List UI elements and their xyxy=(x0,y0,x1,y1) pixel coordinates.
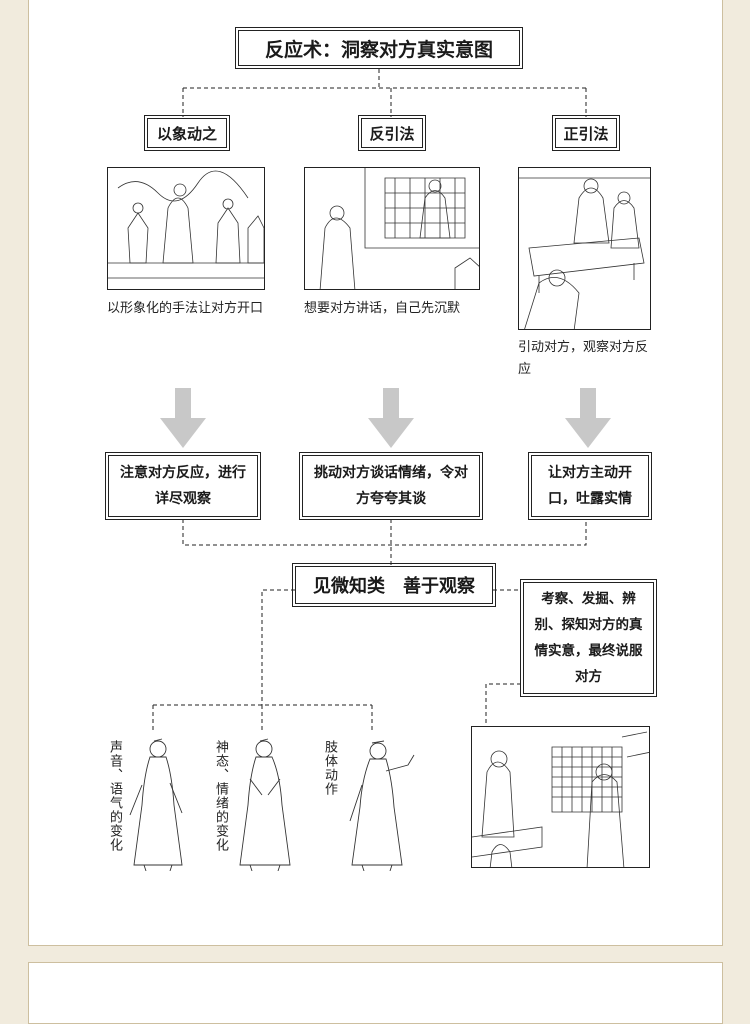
illustration-guiding-scene xyxy=(518,167,651,330)
branch-label-zhengyin: 正引法 xyxy=(555,118,617,148)
result-zhengyin: 让对方主动开口，吐露实情 xyxy=(531,455,649,517)
caption-xiangdong: 以形象化的手法让对方开口 xyxy=(107,298,272,320)
caption-fanyin: 想要对方讲话，自己先沉默 xyxy=(304,298,489,320)
illustration-silent-scene xyxy=(304,167,480,290)
illustration-persuasion-scene xyxy=(471,726,650,868)
side-note: 考察、发掘、辨别、探知对方的真情实意，最终说服对方 xyxy=(523,582,654,694)
observation-body: 肢体动作 xyxy=(321,740,337,870)
result-xiangdong: 注意对方反应，进行详尽观察 xyxy=(108,455,258,517)
branch-label-xiangdong: 以象动之 xyxy=(147,118,227,148)
down-arrow-icon xyxy=(565,388,611,448)
branch-label-fanyin: 反引法 xyxy=(361,118,423,148)
observation-emotion: 神态、情绪的变化 xyxy=(212,740,228,870)
result-fanyin: 挑动对方谈话情绪，令对方夸夸其谈 xyxy=(302,455,480,517)
person-figure-icon xyxy=(346,735,418,871)
diagram-title: 反应术：洞察对方真实意图 xyxy=(238,30,520,66)
caption-zhengyin: 引动对方，观察对方反应 xyxy=(518,337,654,381)
center-principle: 见微知类 善于观察 xyxy=(295,566,493,604)
down-arrow-icon xyxy=(368,388,414,448)
down-arrow-icon xyxy=(160,388,206,448)
observation-voice: 声音、语气的变化 xyxy=(106,740,122,870)
illustration-court-scene xyxy=(107,167,265,290)
person-figure-icon xyxy=(124,735,186,871)
person-figure-icon xyxy=(236,735,294,871)
